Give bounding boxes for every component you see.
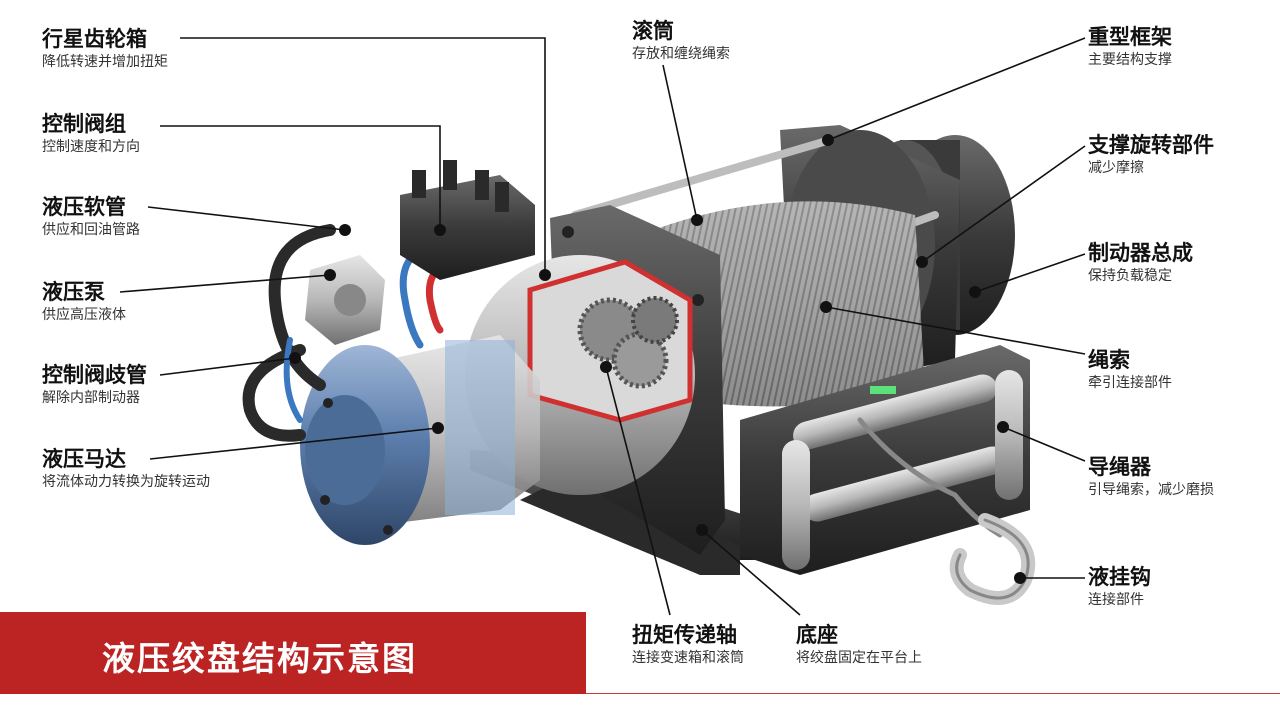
label-rope: 绳索 牵引连接部件 (1088, 347, 1268, 393)
label-hydraulic-pump: 液压泵 供应高压液体 (42, 279, 302, 325)
label-brake-assembly: 制动器总成 保持负载稳定 (1088, 240, 1268, 286)
label-hydraulic-motor: 液压马达 将流体动力转换为旋转运动 (42, 446, 302, 492)
label-hydraulic-hose: 液压软管 供应和回油管路 (42, 194, 302, 240)
label-title: 绳索 (1088, 348, 1130, 372)
label-desc: 降低转速并增加扭矩 (42, 54, 168, 70)
label-title: 液挂钩 (1088, 565, 1151, 589)
label-title: 导绳器 (1088, 455, 1151, 479)
label-title: 控制阀歧管 (42, 363, 147, 387)
label-support-rotating: 支撑旋转部件 减少摩擦 (1088, 132, 1268, 178)
hoses (242, 224, 464, 442)
leader-dots (289, 134, 1026, 584)
label-base: 底座 将绞盘固定在平台上 (796, 622, 996, 668)
label-heavy-frame: 重型框架 主要结构支撑 (1088, 24, 1268, 70)
label-title: 支撑旋转部件 (1088, 133, 1214, 157)
label-title: 液压马达 (42, 447, 126, 471)
label-title: 滚筒 (632, 19, 674, 43)
label-desc: 主要结构支撑 (1088, 52, 1172, 68)
label-title: 重型框架 (1088, 25, 1172, 49)
label-drum: 滚筒 存放和缠绕绳索 (632, 18, 892, 64)
label-desc: 保持负载稳定 (1088, 268, 1172, 284)
label-title: 扭矩传递轴 (632, 623, 737, 647)
label-desc: 连接部件 (1088, 592, 1144, 608)
page-title: 液压绞盘结构示意图 (102, 639, 417, 678)
label-desc: 将流体动力转换为旋转运动 (42, 474, 210, 490)
label-fairlead: 导绳器 引导绳索，减少磨损 (1088, 454, 1268, 500)
bottom-rule (586, 693, 1280, 694)
valve-block (400, 160, 535, 280)
label-desc: 牵引连接部件 (1088, 375, 1172, 391)
label-title: 液压软管 (42, 195, 126, 219)
label-planetary-gearbox: 行星齿轮箱 降低转速并增加扭矩 (42, 26, 302, 72)
label-torque-shaft: 扭矩传递轴 连接变速箱和滚筒 (632, 622, 792, 668)
label-desc: 连接变速箱和滚筒 (632, 650, 744, 666)
label-title: 控制阀组 (42, 112, 126, 136)
label-desc: 控制速度和方向 (42, 139, 140, 155)
hydraulic-pump-body (305, 255, 385, 345)
label-control-valve-group: 控制阀组 控制速度和方向 (42, 111, 302, 157)
leader-lines (119, 37, 1086, 616)
label-desc: 供应和回油管路 (42, 222, 140, 238)
label-hook: 液挂钩 连接部件 (1088, 564, 1268, 610)
label-desc: 将绞盘固定在平台上 (796, 650, 922, 666)
label-control-valve-manifold: 控制阀歧管 解除内部制动器 (42, 362, 302, 408)
label-title: 制动器总成 (1088, 241, 1193, 265)
label-desc: 解除内部制动器 (42, 390, 140, 406)
label-title: 底座 (796, 623, 838, 647)
hydraulic-motor (300, 335, 540, 545)
label-title: 行星齿轮箱 (42, 27, 147, 51)
label-desc: 减少摩擦 (1088, 160, 1144, 176)
label-title: 液压泵 (42, 280, 105, 304)
label-desc: 引导绳索，减少磨损 (1088, 482, 1214, 498)
rope-and-hook (857, 417, 1036, 605)
label-desc: 供应高压液体 (42, 307, 126, 323)
fairlead (740, 345, 1030, 575)
label-desc: 存放和缠绕绳索 (632, 46, 730, 62)
title-bar: 液压绞盘结构示意图 (0, 612, 586, 694)
